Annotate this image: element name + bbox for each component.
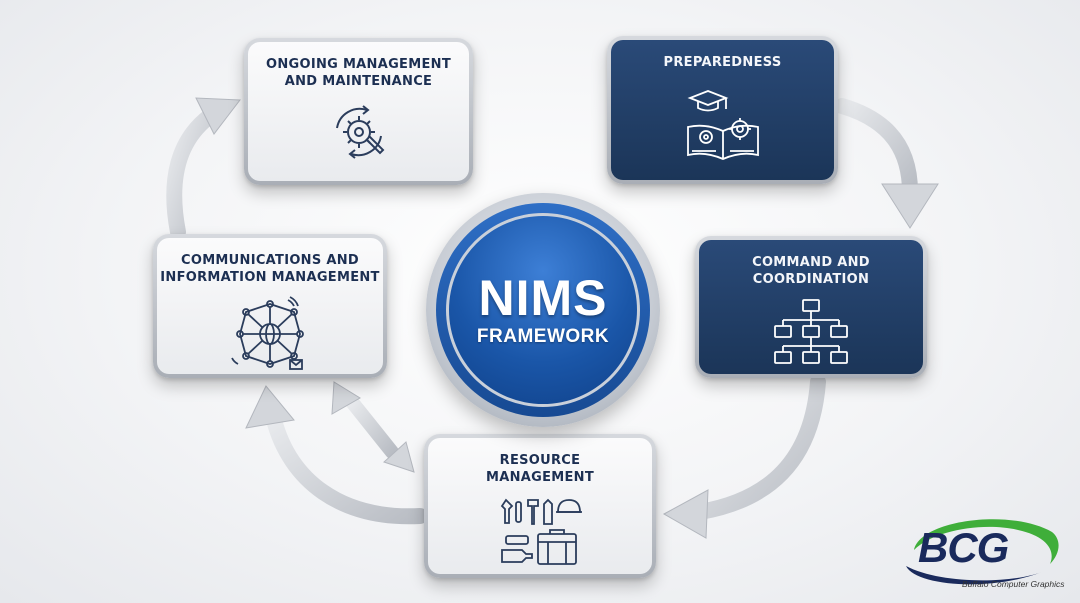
gear-cycle-icon — [335, 105, 384, 159]
arrow-comm-resource-bidirectional — [331, 381, 415, 473]
card-title: COMMAND AND COORDINATION — [752, 255, 870, 287]
arrow-resource-to-comm — [245, 385, 428, 525]
tools-icon — [500, 498, 582, 565]
card-title: ONGOING MANAGEMENT AND MAINTENANCE — [265, 57, 452, 89]
card-preparedness: PREPAREDNESS — [607, 36, 838, 184]
card-ongoing-management: ONGOING MANAGEMENT AND MAINTENANCE — [244, 38, 473, 185]
arrow-command-to-resource — [662, 374, 826, 539]
hub-title: NIMS — [478, 270, 608, 326]
graduation-book-icon — [686, 90, 759, 160]
arrow-prep-to-command — [834, 98, 939, 229]
nims-hub: NIMS FRAMEWORK — [426, 193, 660, 427]
logo-swoosh-icon — [906, 519, 1059, 585]
card-resource-management: RESOURCE MANAGEMENT — [424, 434, 656, 578]
card-communications: COMMUNICATIONS AND INFORMATION MANAGEMEN… — [153, 234, 387, 378]
card-title: COMMUNICATIONS AND INFORMATION MANAGEMEN… — [160, 253, 380, 285]
network-globe-icon — [231, 296, 304, 370]
card-title: RESOURCE MANAGEMENT — [485, 453, 595, 485]
hub-subtitle: FRAMEWORK — [476, 326, 610, 347]
card-command-coordination: COMMAND AND COORDINATION — [695, 236, 927, 378]
card-title: PREPAREDNESS — [663, 55, 782, 70]
logo-text: BCG — [918, 524, 1009, 571]
org-chart-icon — [774, 299, 848, 364]
arrow-comm-to-ongoing — [166, 97, 241, 240]
hub-core: NIMS FRAMEWORK — [446, 213, 640, 407]
bcg-logo: BCG Buffalo Computer Graphics — [900, 510, 1070, 598]
logo-tagline: Buffalo Computer Graphics — [962, 579, 1065, 589]
